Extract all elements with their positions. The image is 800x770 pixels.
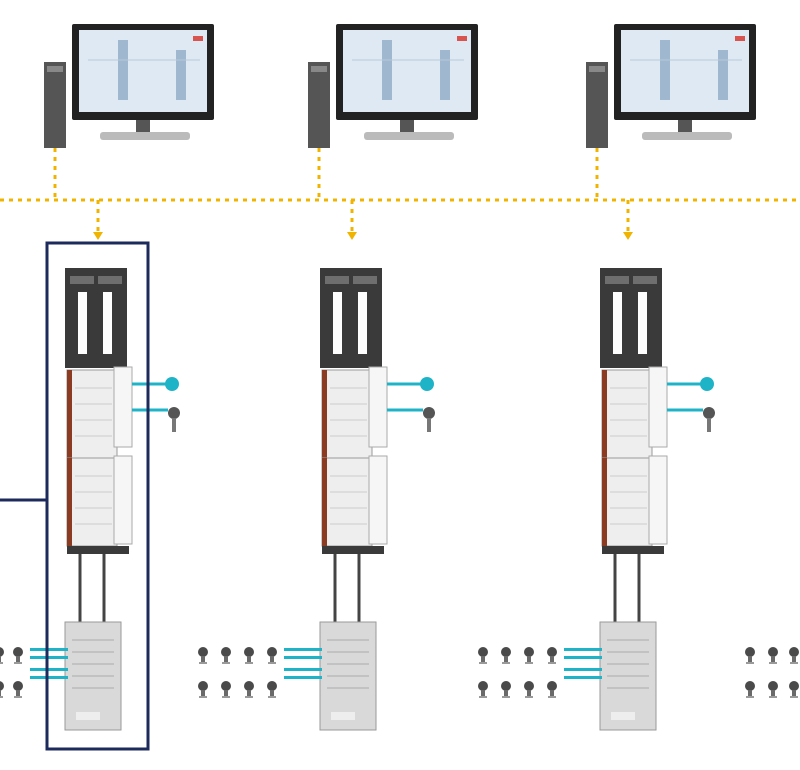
io-module-icon — [66, 366, 133, 554]
junction-box-icon — [599, 621, 657, 731]
sensor-icon — [132, 377, 180, 432]
highlight-frame — [45, 241, 150, 751]
controller-rack-icon — [320, 268, 382, 368]
field-device-icon — [745, 647, 799, 698]
junction-box-icon — [319, 621, 377, 731]
io-cable-bundle — [30, 648, 68, 679]
workstation-icon — [308, 24, 478, 148]
junction-box-icon — [64, 621, 122, 731]
station-1 — [0, 24, 214, 751]
io-module-icon — [321, 366, 388, 554]
sensor-icon — [387, 377, 435, 432]
field-device-icon — [0, 647, 23, 698]
station-3 — [478, 24, 756, 731]
field-device-icon — [198, 647, 277, 698]
station-2 — [198, 24, 478, 731]
workstation-icon — [586, 24, 756, 148]
io-cable-bundle — [564, 648, 602, 679]
sensor-icon — [667, 377, 715, 432]
io-cable-bundle — [284, 648, 322, 679]
workstation-icon — [44, 24, 214, 148]
controller-rack-icon — [65, 268, 127, 368]
io-module-icon — [601, 366, 668, 554]
field-device-icon — [478, 647, 557, 698]
controller-rack-icon — [600, 268, 662, 368]
